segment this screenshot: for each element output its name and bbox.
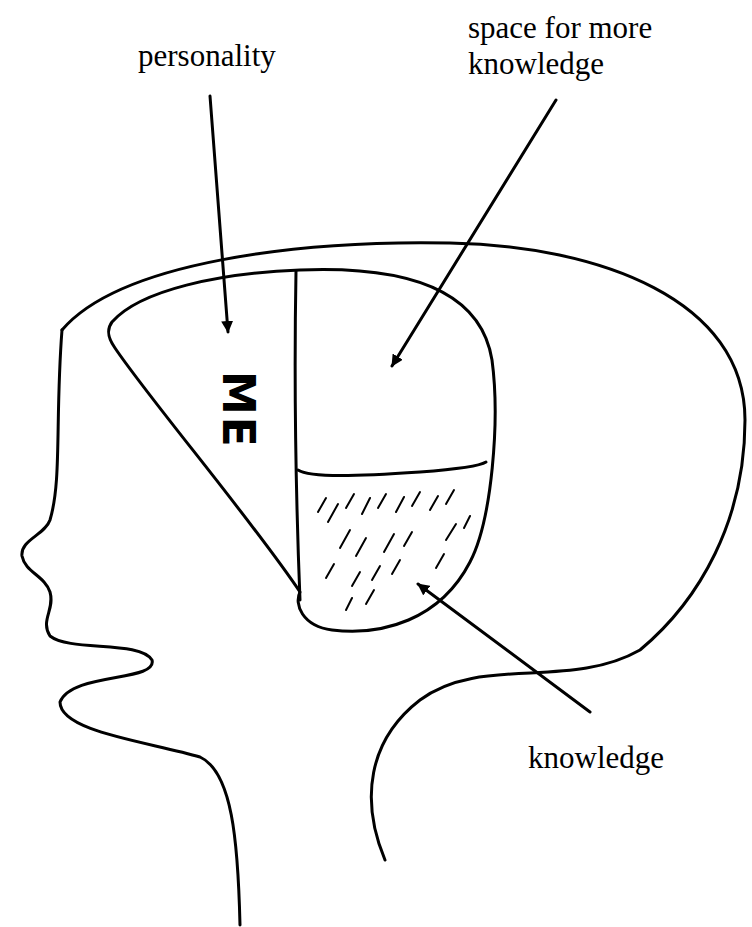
region-text: ME <box>216 371 260 453</box>
label-text: personality <box>138 38 276 73</box>
callout-label: personality <box>138 38 358 74</box>
personality-region: ME <box>208 365 264 459</box>
brain-divider <box>295 271 300 600</box>
callout-label: space for more knowledge <box>468 10 718 81</box>
callout-label: knowledge <box>528 740 738 776</box>
label-text: knowledge <box>528 740 664 775</box>
leader-arrow <box>392 100 556 366</box>
label-text: space for more knowledge <box>468 10 652 81</box>
brain-outline <box>108 270 495 632</box>
knowledge-level <box>298 462 486 476</box>
face-profile <box>22 330 240 925</box>
leader-arrow <box>210 96 228 332</box>
leader-arrow <box>418 584 590 712</box>
knowledge-hatching <box>318 490 470 610</box>
head-back-outline <box>62 243 745 860</box>
